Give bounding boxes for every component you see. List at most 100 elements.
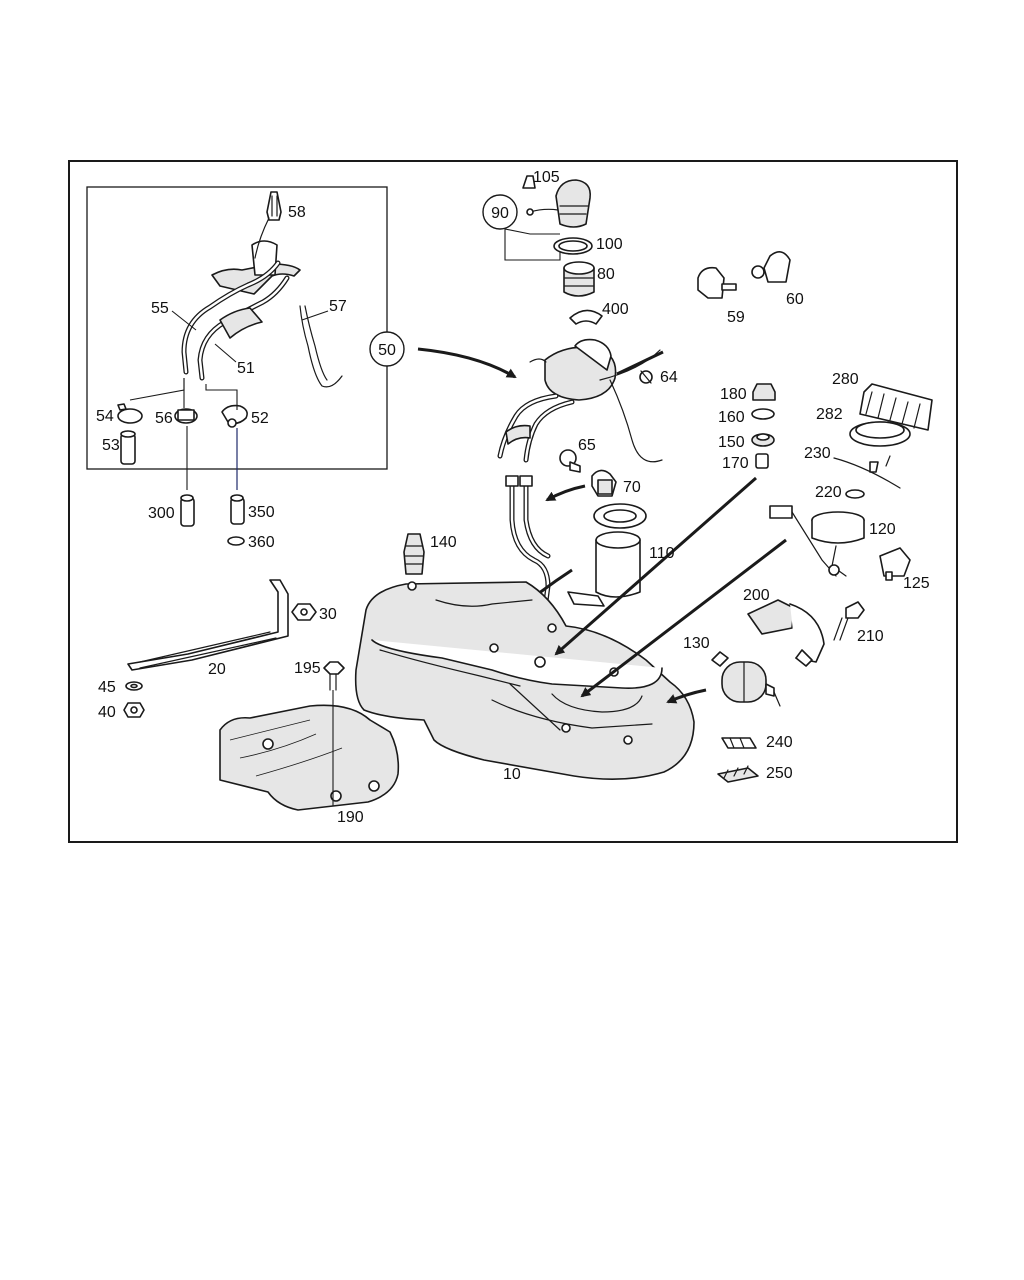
- arrow-64: [616, 350, 664, 376]
- part-240-bracket: [721, 737, 757, 749]
- part-label-120: 120: [869, 521, 896, 538]
- part-label-140: 140: [430, 534, 457, 551]
- inset-leaders: [129, 310, 329, 490]
- part-label-400: 400: [602, 301, 629, 318]
- part-label-220: 220: [815, 484, 842, 501]
- fuel-cap: [504, 179, 592, 261]
- part-labels: 58 55 57 51 54 56 52 53 300 350 360 105 100 80 400 64 65…: [96, 169, 930, 826]
- part-label-55: 55: [151, 300, 169, 317]
- part-170-sleeve: [755, 453, 769, 469]
- part-label-30: 30: [319, 606, 337, 623]
- part-53-sleeve: [120, 430, 136, 465]
- part-label-80: 80: [597, 266, 615, 283]
- part-label-59: 59: [727, 309, 745, 326]
- part-label-10: 10: [503, 766, 521, 783]
- part-80-grommet: [563, 261, 595, 297]
- part-label-180: 180: [720, 386, 747, 403]
- part-400-seal: [569, 309, 603, 325]
- part-45-washer: [125, 681, 143, 691]
- part-60-clip: [751, 251, 791, 283]
- part-label-160: 160: [718, 409, 745, 426]
- part-52-clamp: [221, 404, 248, 428]
- part-64-bolt: [639, 370, 653, 384]
- arrow-50: [417, 347, 517, 379]
- callout-circle-90: [482, 194, 518, 230]
- part-label-57: 57: [329, 298, 347, 315]
- part-65-valve: [559, 449, 581, 473]
- part-160-washer: [751, 408, 775, 420]
- part-56-clamp: [174, 408, 198, 424]
- part-label-282: 282: [816, 406, 843, 423]
- part-label-350: 350: [248, 504, 275, 521]
- part-55-57-51-hoses: [181, 217, 343, 388]
- part-label-190: 190: [337, 809, 364, 826]
- part-label-240: 240: [766, 734, 793, 751]
- part-190-shield: [219, 704, 400, 811]
- part-label-150: 150: [718, 434, 745, 451]
- arrow-130: [666, 688, 707, 704]
- part-label-45: 45: [98, 679, 116, 696]
- part-label-105: 105: [533, 169, 560, 186]
- callout-50: 50: [378, 342, 396, 359]
- filler-neck: [497, 338, 663, 463]
- part-180-nut: [752, 383, 776, 401]
- part-label-230: 230: [804, 445, 831, 462]
- part-label-250: 250: [766, 765, 793, 782]
- part-100-ring: [553, 237, 593, 255]
- part-label-20: 20: [208, 661, 226, 678]
- part-label-200: 200: [743, 587, 770, 604]
- part-label-70: 70: [623, 479, 641, 496]
- part-label-130: 130: [683, 635, 710, 652]
- part-label-64: 64: [660, 369, 678, 386]
- part-280-cover: [859, 383, 933, 431]
- part-125-sensor: [879, 547, 911, 581]
- part-110-fuel-pump: [567, 503, 647, 607]
- part-label-170: 170: [722, 455, 749, 472]
- part-label-125: 125: [903, 575, 930, 592]
- part-label-56: 56: [155, 410, 173, 427]
- part-59-clip: [697, 266, 737, 299]
- part-label-100: 100: [596, 236, 623, 253]
- part-58-clip: [266, 191, 282, 221]
- part-label-58: 58: [288, 204, 306, 221]
- part-210-bolt: [833, 601, 865, 641]
- part-label-53: 53: [102, 437, 120, 454]
- part-30-nut: [291, 603, 317, 621]
- part-20-strap: [127, 579, 289, 671]
- arrow-180-line: [554, 476, 757, 656]
- part-140-plug: [403, 533, 425, 575]
- part-label-110: 110: [649, 545, 675, 562]
- part-230-seal: [833, 455, 901, 489]
- part-label-54: 54: [96, 408, 114, 425]
- part-label-280: 280: [832, 371, 859, 388]
- part-70-connector: [591, 469, 617, 497]
- diagram-frame: [68, 160, 958, 843]
- part-label-65: 65: [578, 437, 596, 454]
- callout-90: 90: [491, 205, 509, 222]
- arrow-120-line: [580, 538, 787, 698]
- part-label-51: 51: [237, 360, 255, 377]
- part-200-bracket: [747, 599, 825, 667]
- part-120-sender: [769, 505, 865, 577]
- part-40-nut: [123, 702, 145, 718]
- part-350-sleeve: [230, 494, 245, 525]
- callout-circle-50: [369, 331, 405, 367]
- part-150-bushing: [751, 433, 775, 447]
- part-label-300: 300: [148, 505, 175, 522]
- part-195-bolt: [323, 661, 345, 691]
- part-label-40: 40: [98, 704, 116, 721]
- part-250-clip: [717, 765, 759, 783]
- part-label-60: 60: [786, 291, 804, 308]
- part-220-oring: [845, 489, 865, 499]
- part-54-clamp: [117, 403, 143, 424]
- part-105-clip: [522, 175, 536, 189]
- part-300-sleeve: [180, 494, 195, 527]
- fuel-lines: [505, 475, 551, 619]
- part-label-210: 210: [857, 628, 884, 645]
- arrow-70: [545, 484, 586, 502]
- part-130-fuel-filter: [711, 651, 781, 707]
- part-label-52: 52: [251, 410, 269, 427]
- part-label-360: 360: [248, 534, 275, 551]
- part-282-ring: [849, 421, 911, 447]
